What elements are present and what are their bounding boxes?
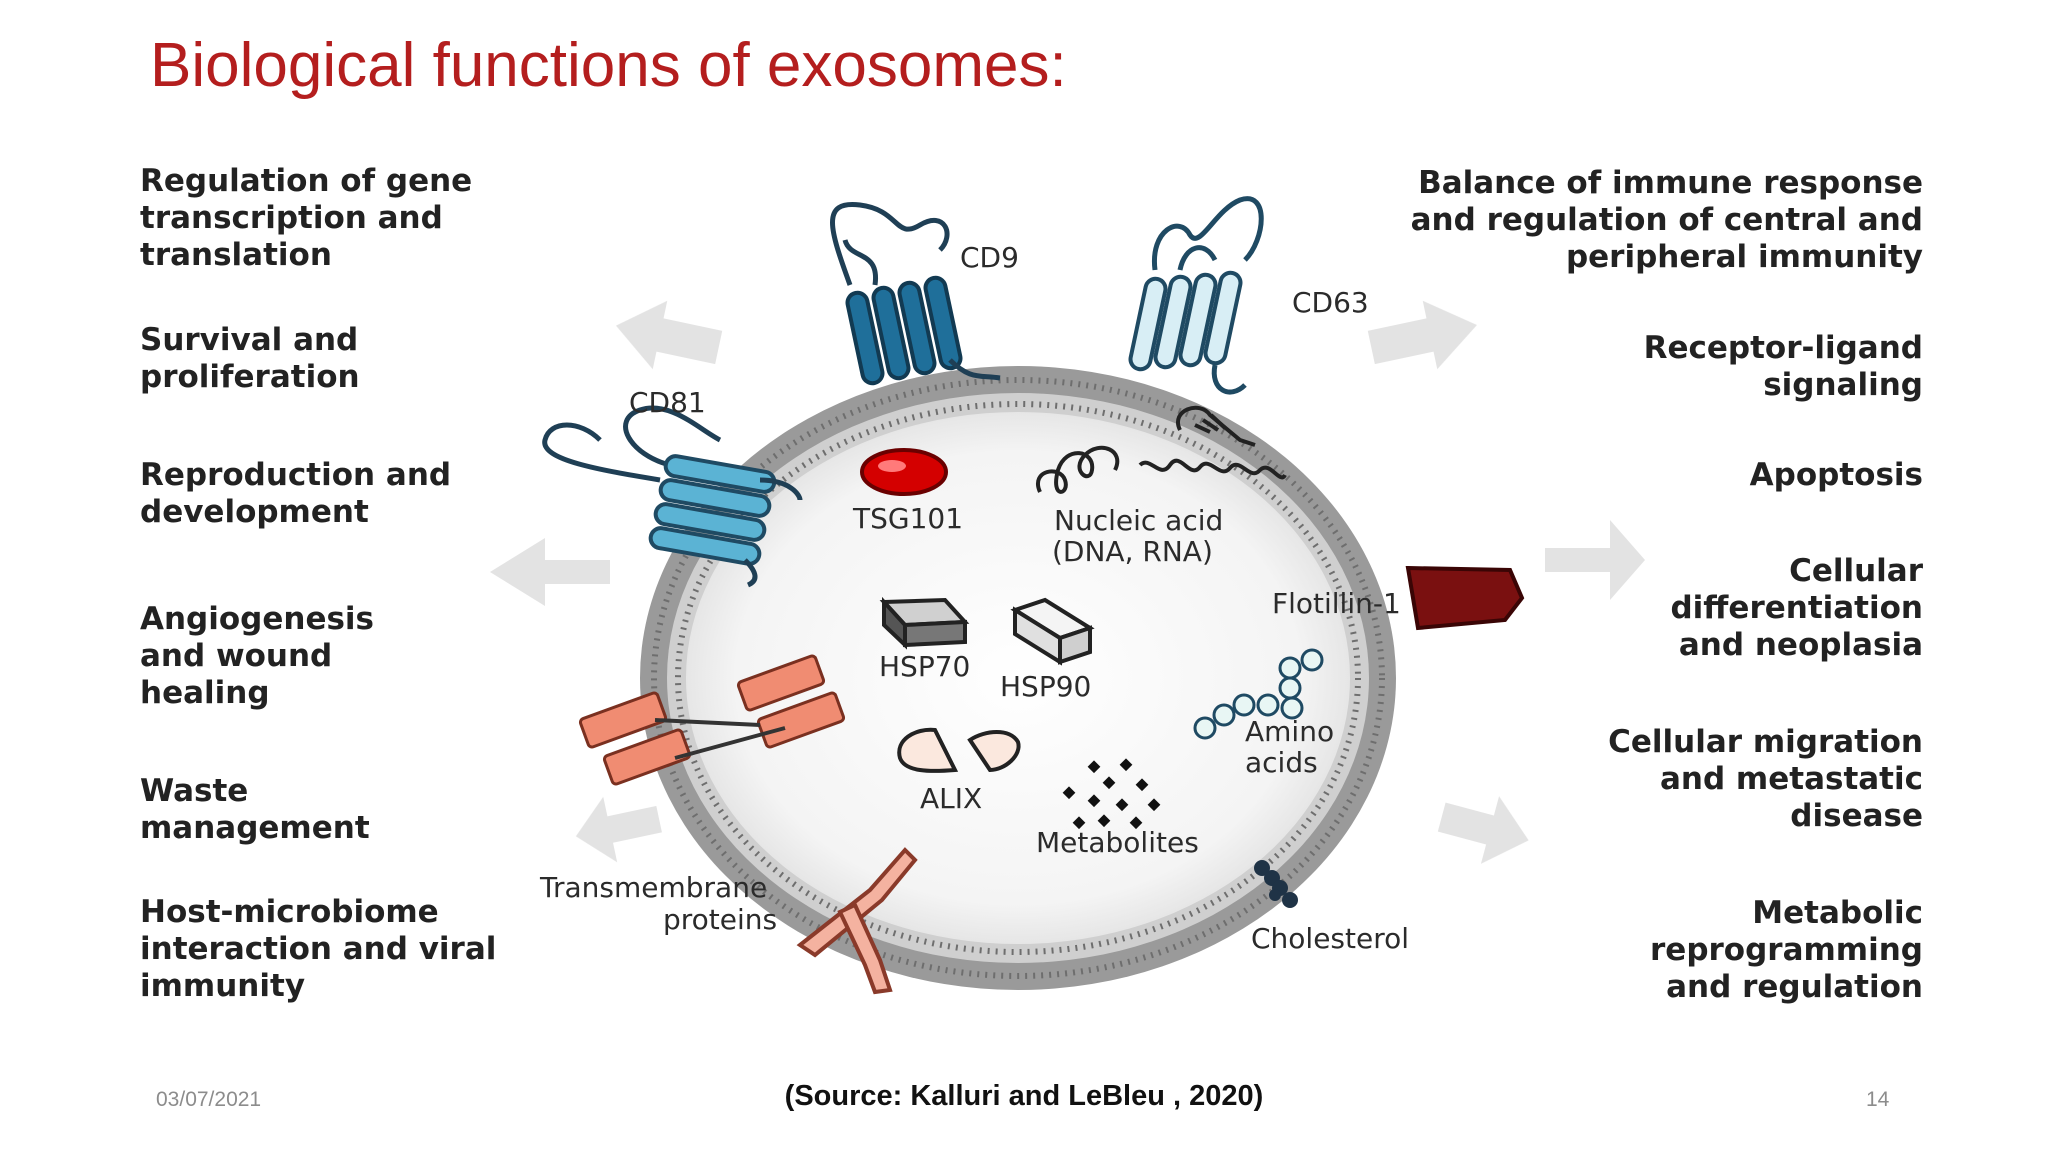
label-alix: ALIX <box>920 782 982 815</box>
slide-source-citation: (Source: Kalluri and LeBleu , 2020) <box>784 1080 1264 1112</box>
arrow-upper-right <box>1367 300 1477 370</box>
label-amino: Amino <box>1245 715 1334 748</box>
function-receptor-ligand: Receptor-ligand signaling <box>1643 330 1923 403</box>
function-metabolic: Metabolic reprogramming and regulation <box>1650 895 1923 1005</box>
label-transmembrane: Transmembrane <box>539 871 767 904</box>
label-hsp90: HSP90 <box>1000 670 1091 703</box>
slide-page-number: 14 <box>1866 1088 1890 1111</box>
cholesterol-icon <box>1254 860 1298 908</box>
hsp90-protein <box>1010 597 1095 666</box>
arrow-right <box>1545 520 1645 600</box>
function-differentiation: Cellular differentiation and neoplasia <box>1670 553 1923 663</box>
slide-date: 03/07/2021 <box>156 1088 262 1111</box>
lipid-bilayer-membrane <box>640 366 1396 990</box>
label-flotillin-1: Flotillin-1 <box>1272 587 1401 620</box>
function-migration: Cellular migration and metastatic diseas… <box>1608 724 1923 834</box>
function-waste-management: Waste management <box>140 773 370 846</box>
function-survival: Survival and proliferation <box>140 322 360 395</box>
arrow-lower-right <box>1437 796 1529 864</box>
label-cd81: CD81 <box>629 386 706 419</box>
function-angiogenesis: Angiogenesis and wound healing <box>140 601 375 711</box>
label-tsg101: TSG101 <box>852 502 963 535</box>
y-receptor-protein <box>796 847 918 995</box>
hsp70-protein <box>879 596 970 650</box>
nucleic-acid-icon <box>1036 405 1287 494</box>
label-hsp70: HSP70 <box>879 650 970 683</box>
arrow-left <box>490 538 610 606</box>
label-nucleic-acid: Nucleic acid <box>1054 504 1223 537</box>
label-cd9: CD9 <box>960 241 1019 274</box>
metabolites-icon <box>1062 758 1161 830</box>
label-cd63: CD63 <box>1292 286 1369 319</box>
slide-title: Biological functions of exosomes: <box>150 31 1067 100</box>
function-reproduction: Reproduction and development <box>140 457 452 530</box>
function-immune-balance: Balance of immune response and regulatio… <box>1410 165 1923 275</box>
label-cholesterol: Cholesterol <box>1251 922 1409 955</box>
alix-protein <box>897 727 1021 773</box>
tsg101-highlight <box>878 460 906 472</box>
transmembrane-proteins <box>578 654 846 786</box>
arrow-lower-left <box>575 796 662 863</box>
amino-acids-icon <box>1193 648 1324 740</box>
label-acids: acids <box>1245 746 1318 779</box>
cd63-tetraspanin <box>1128 196 1264 395</box>
label-nucleic-acid-type: (DNA, RNA) <box>1052 535 1213 568</box>
flotillin-1-protein <box>1405 565 1525 631</box>
label-metabolites: Metabolites <box>1036 826 1199 859</box>
cd9-tetraspanin <box>830 201 1001 386</box>
function-arrows <box>490 300 1645 864</box>
tsg101-protein <box>860 448 948 496</box>
cd81-tetraspanin <box>542 405 803 588</box>
function-apoptosis: Apoptosis <box>1749 457 1923 493</box>
function-gene-regulation: Regulation of gene transcription and tra… <box>140 163 473 273</box>
arrow-upper-left <box>615 300 723 370</box>
label-proteins: proteins <box>663 903 777 936</box>
function-host-microbiome: Host-microbiome interaction and viral im… <box>140 894 497 1004</box>
